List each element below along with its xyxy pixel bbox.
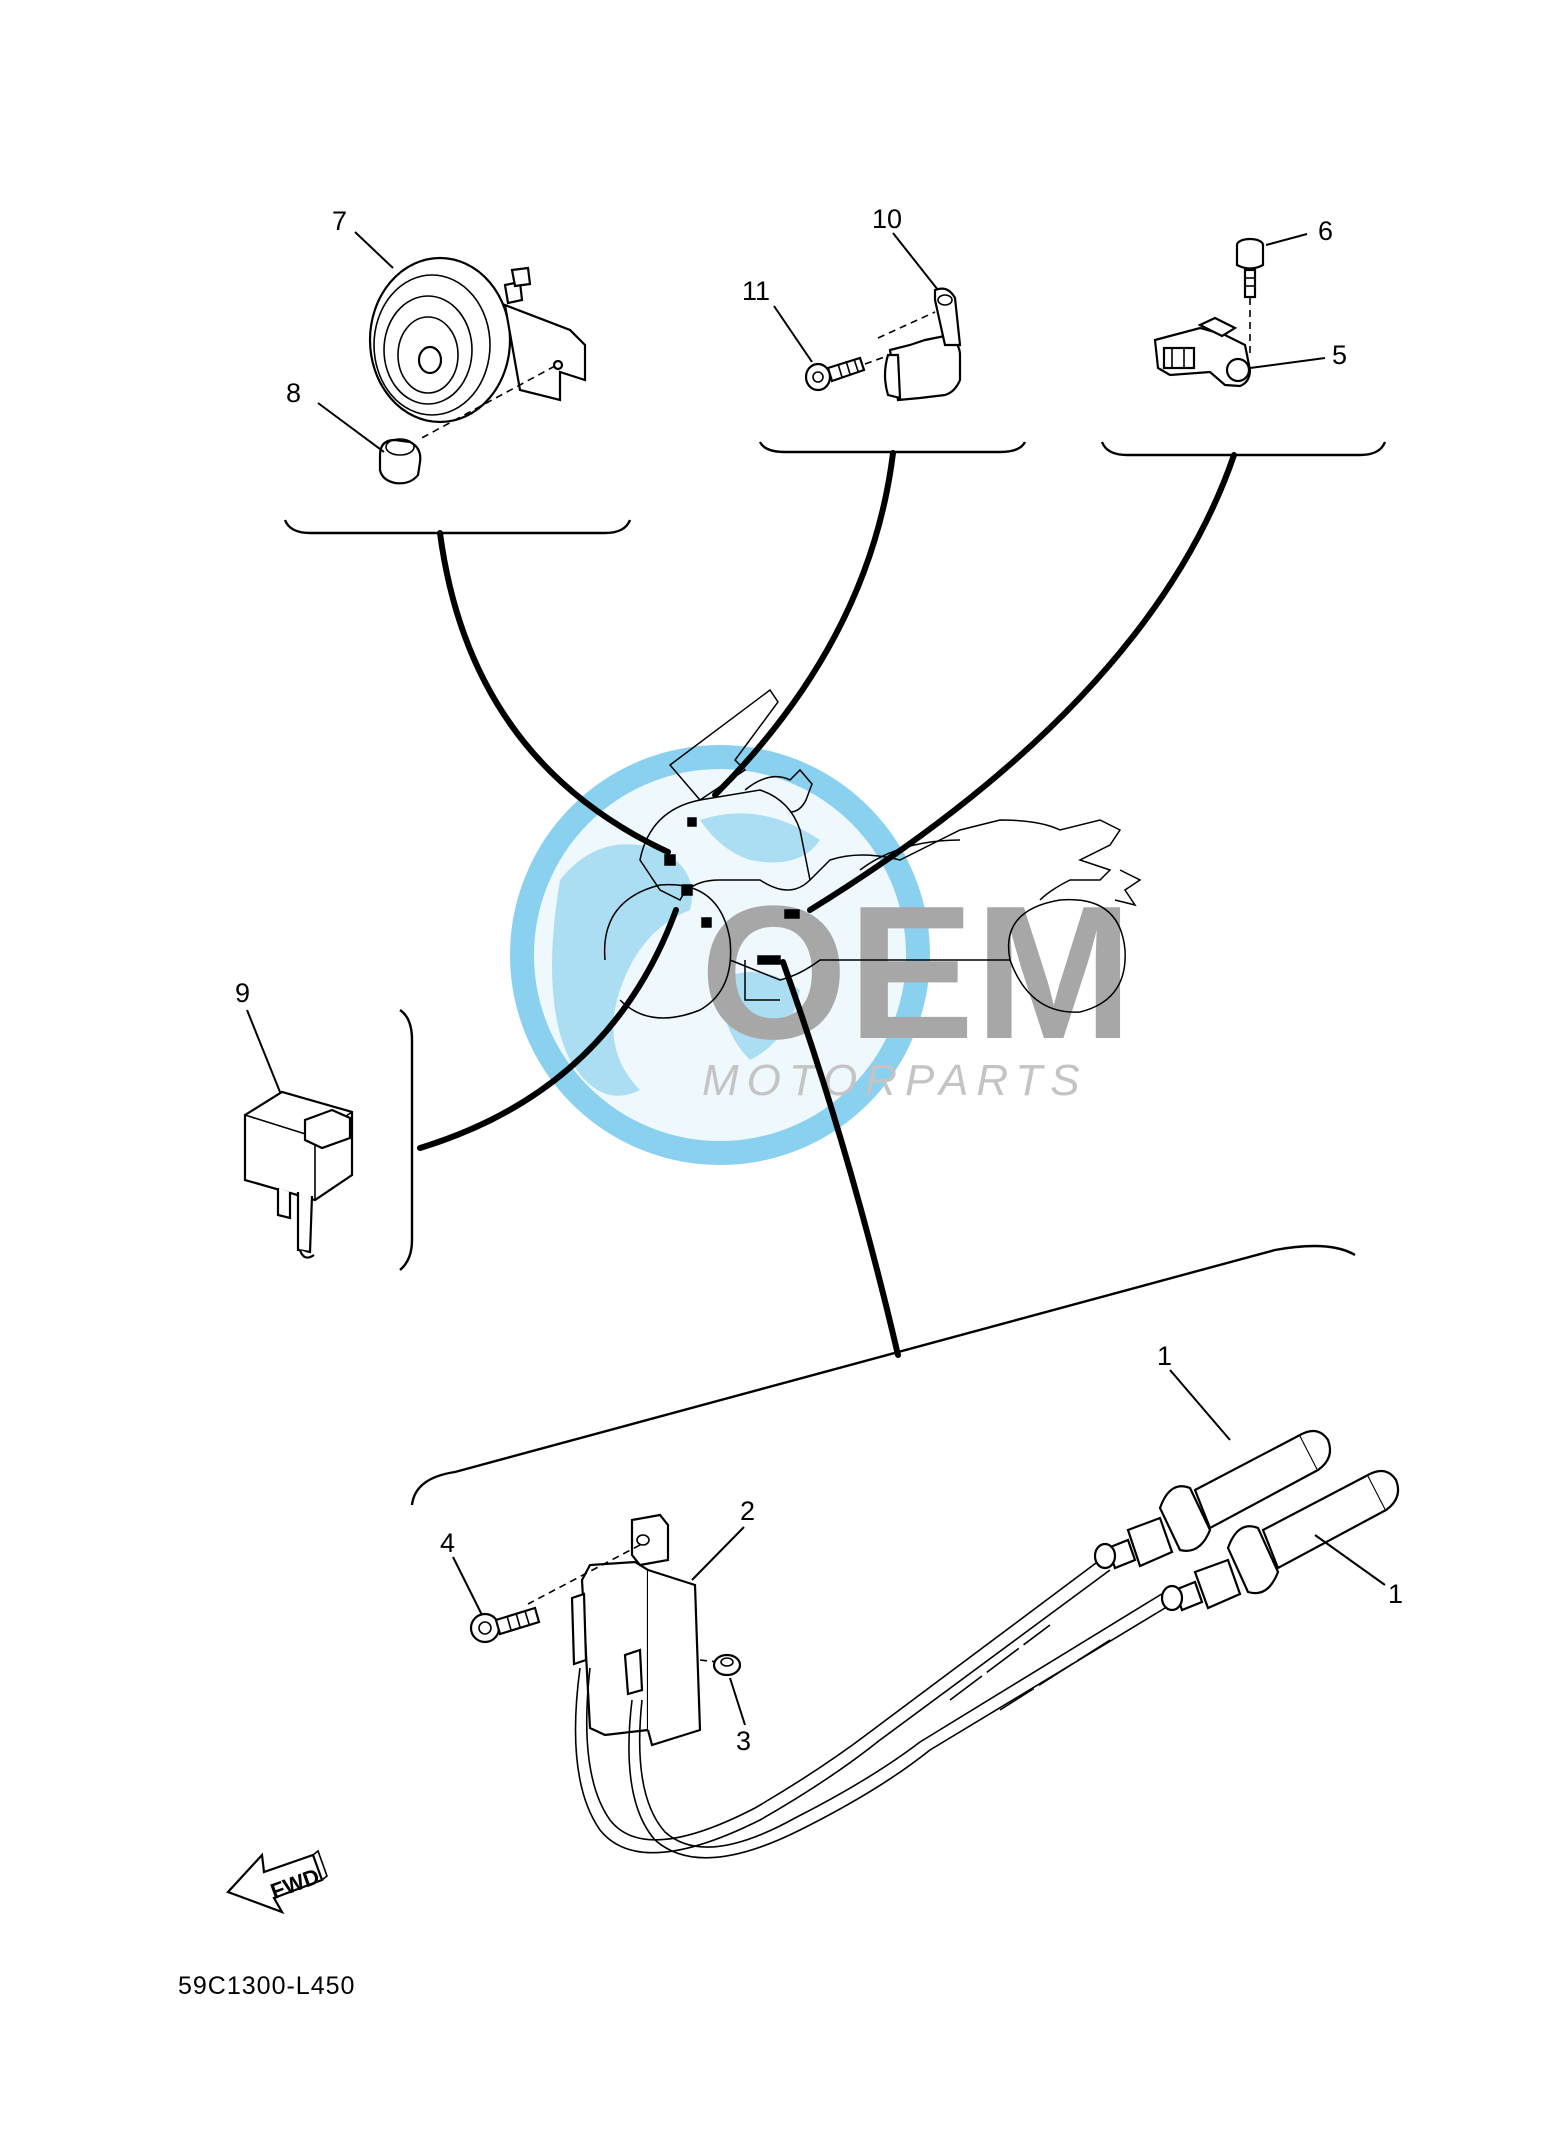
spark-plug-cap-icon-2 [1160,1469,1400,1612]
callout-11: 11 [742,276,770,306]
sensor-icon-crank [1153,316,1252,388]
callout-8: 8 [286,378,301,408]
callout-labels: 7 8 10 11 6 5 9 1 1 2 3 4 [235,204,1403,1756]
callout-9: 9 [235,978,250,1008]
callout-10: 10 [872,204,902,234]
callout-leaders [246,231,1386,1726]
bolt-icon [804,354,891,392]
bolt-icon-coil [469,1606,541,1644]
relay-icon [243,1090,354,1259]
callout-3: 3 [736,1726,751,1756]
callout-7: 7 [332,206,347,236]
bolt-icon-top [1235,237,1265,358]
sensor-icon [877,287,962,402]
heavy-leader-lines [417,450,1237,1358]
callout-1b: 1 [1388,1579,1403,1609]
watermark-globe-icon [510,745,930,1165]
callout-5: 5 [1332,340,1347,370]
callout-2: 2 [740,1496,755,1526]
nut-icon-coil [712,1653,742,1677]
diagram-code: 59C1300-L450 [178,1972,355,2000]
group-brackets [283,441,1387,1506]
watermark-brand: OEM [700,867,1133,1079]
fwd-arrow-icon: FWD [226,1849,328,1915]
ignition-coil-icon [527,1513,719,1747]
nut-icon [378,438,422,485]
watermark-sub: MOTORPARTS [702,1056,1088,1105]
horn-icon [368,256,587,441]
watermark: OEM MOTORPARTS [510,745,1133,1165]
motorcycle-silhouette-icon [603,688,1142,1019]
callout-4: 4 [440,1528,455,1558]
high-tension-leads [574,1559,1176,1859]
callout-6: 6 [1318,216,1333,246]
callout-1a: 1 [1157,1341,1172,1371]
spark-plug-cap-icon [1093,1429,1332,1570]
